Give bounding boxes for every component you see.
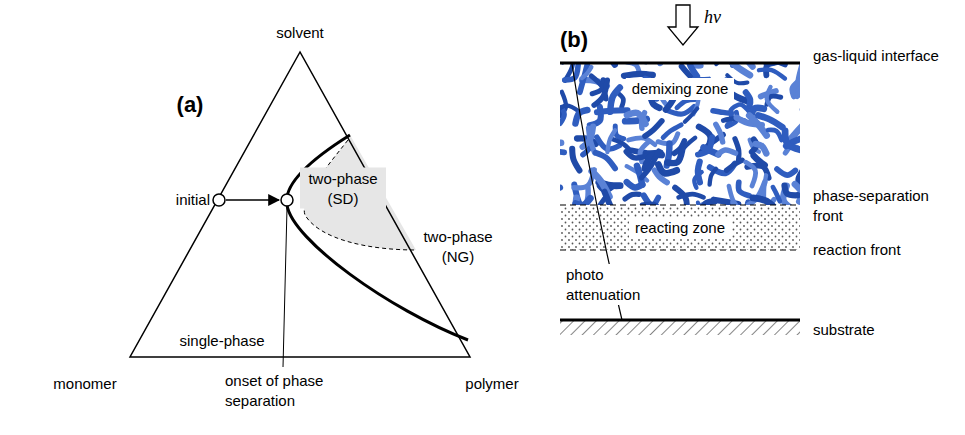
demixing-domain [689, 64, 697, 76]
demixing-domain [716, 124, 723, 142]
demixing-domain [713, 111, 731, 114]
demixing-domain [572, 149, 579, 171]
demixing-domain [604, 192, 613, 205]
demixing-domain [746, 162, 756, 186]
demixing-domain [560, 188, 561, 197]
demixing-domain [658, 165, 676, 174]
substrate-label: substrate [813, 320, 875, 340]
demixing-domain [589, 128, 595, 153]
axis-vertex-label: polymer [465, 374, 518, 394]
light-symbol: hν [704, 6, 721, 29]
gas-liquid-line [560, 62, 800, 65]
demixing-domain [746, 92, 750, 106]
demixing-domain [727, 64, 750, 75]
demixing-domain [626, 152, 646, 158]
axis-vertex-label: monomer [53, 374, 116, 394]
interface-label: gas-liquid interface [813, 46, 939, 66]
ternary-triangle [130, 52, 470, 357]
panel-label: (a) [177, 91, 204, 120]
demixing-domain [594, 80, 607, 105]
demixing-domain [627, 113, 646, 124]
zone-label: reacting zone [629, 217, 731, 239]
demixing-domain [698, 162, 700, 183]
front-label: phase-separation front [813, 186, 943, 225]
demixing-domain [758, 115, 782, 127]
axis-vertex-label: solvent [276, 23, 324, 43]
demixing-domain [710, 169, 716, 185]
demixing-domain [597, 110, 628, 112]
demixing-zone-band: demixing zone [560, 64, 800, 205]
demixing-domain [759, 70, 785, 79]
callout-label: onset of phase separation [225, 371, 350, 410]
phase-separation-front-line [560, 204, 800, 205]
demixing-domain [560, 140, 564, 152]
panel-label: (b) [560, 26, 588, 55]
demixing-domain [645, 121, 662, 136]
substrate-hatch [560, 320, 800, 335]
demixing-texture [560, 64, 800, 205]
demixing-domain [732, 105, 750, 113]
demixing-ground [560, 64, 800, 205]
demixing-domain [681, 138, 696, 153]
demixing-domain [753, 198, 779, 205]
demixing-domain [663, 125, 681, 138]
demixing-domain [767, 87, 778, 112]
demixing-domain [596, 153, 615, 169]
demixing-domain [726, 160, 742, 170]
region-label: two-phase (SD) [300, 168, 386, 209]
demixing-domain [739, 182, 750, 195]
leader-line [283, 208, 287, 367]
composition-arrow [226, 199, 279, 201]
region-label: single-phase [179, 331, 264, 351]
demixing-domain [625, 194, 639, 199]
demixing-domain [735, 139, 739, 160]
demixing-domain [615, 126, 623, 139]
demixing-domain [685, 109, 697, 122]
demixing-domain [768, 130, 782, 140]
demixing-domain [592, 80, 603, 94]
initial-point [213, 194, 225, 206]
demixing-domain [560, 105, 580, 112]
demixing-domain [718, 150, 736, 155]
reacting-stipple [560, 206, 800, 250]
demixing-domain [679, 194, 704, 197]
demixing-domain [756, 144, 767, 154]
substrate-line [560, 319, 800, 322]
demixing-domain [677, 99, 695, 107]
light-arrow [668, 5, 698, 45]
demixing-domain [785, 131, 800, 151]
demixing-domain [764, 175, 766, 200]
zone-label: demixing zone [626, 78, 735, 100]
reacting-zone-band: reacting zone [560, 206, 800, 250]
demixing-domain [773, 187, 780, 201]
demixing-domain [607, 130, 615, 152]
demixing-domain [576, 198, 591, 205]
onset-point [281, 194, 293, 206]
region-label: two-phase (NG) [418, 227, 498, 266]
front-label: reaction front [813, 240, 901, 260]
demixing-domain [754, 156, 765, 165]
demixing-domain [798, 64, 800, 91]
demixing-domain [628, 138, 655, 145]
demixing-domain [624, 74, 653, 76]
curve-label: photo attenuation [563, 264, 661, 305]
demixing-domain [785, 186, 798, 196]
point-label: initial [176, 190, 210, 210]
demixing-domain [797, 87, 800, 96]
demixing-domain [777, 169, 795, 175]
reaction-front-line [560, 249, 800, 250]
demixing-domain [565, 65, 578, 80]
